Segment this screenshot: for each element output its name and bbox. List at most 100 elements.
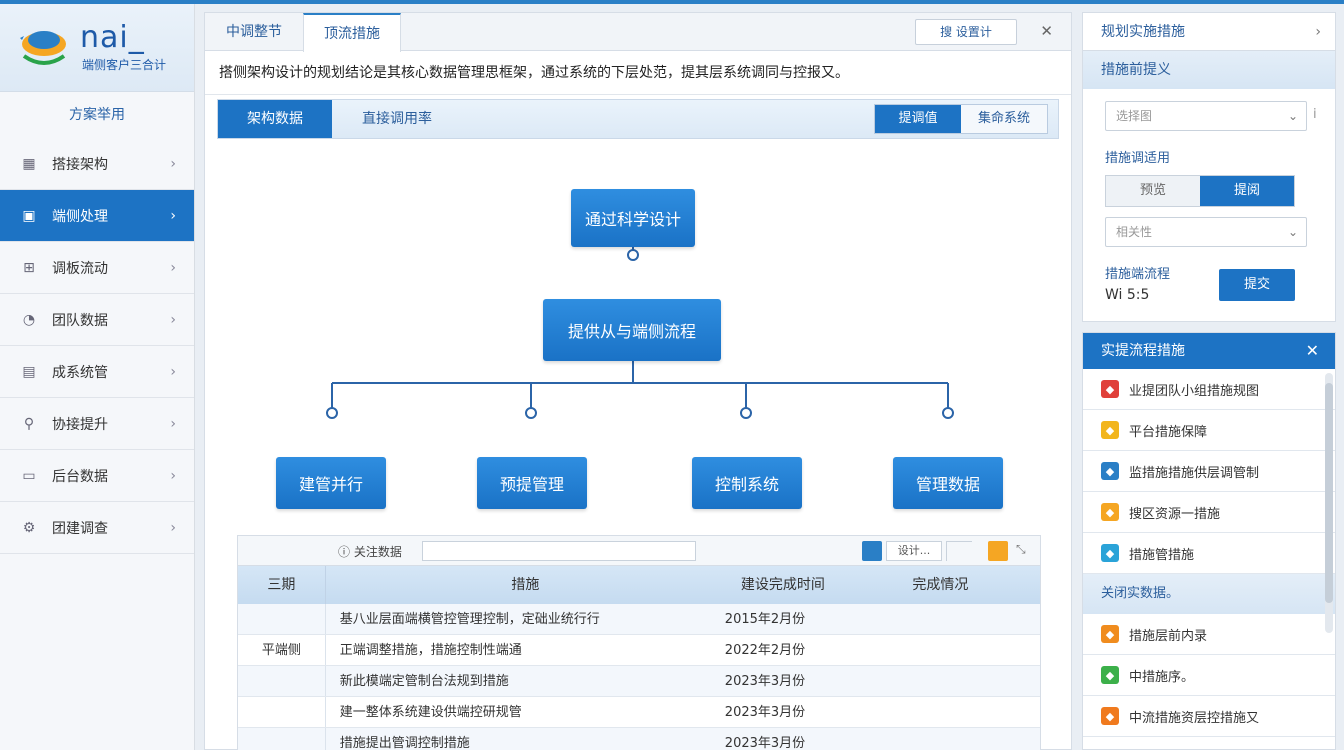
list-item[interactable]: ◆措施层前内录 <box>1083 614 1335 655</box>
sidebar-item[interactable]: ▤成系统管› <box>0 346 194 398</box>
list-item[interactable]: ◆中流措施资层控措施又 <box>1083 696 1335 737</box>
sidebar-item[interactable]: ▣端侧处理› <box>0 190 194 242</box>
sidebar-title: 方案举用 <box>69 107 125 123</box>
toggle-preview[interactable]: 预览 <box>1106 176 1200 206</box>
sidebar-item-label: 调板流动 <box>52 260 108 277</box>
diagram-leaf-node[interactable]: 控制系统 <box>692 457 802 509</box>
cell-measure: 基八业层面端横管控管理控制，定础业统行行 <box>339 612 600 627</box>
list-item-label: 平台措施保障 <box>1129 424 1208 440</box>
list-item-label: 中措施序。 <box>1129 669 1195 685</box>
chevron-right-icon: › <box>170 519 176 536</box>
list-item-icon: ◆ <box>1101 462 1119 480</box>
diagram-root-node[interactable]: 通过科学设计 <box>571 189 695 247</box>
tab-tool-button[interactable]: 搜 设置计 <box>915 19 1017 45</box>
diagram-mid-node[interactable]: 提供从与端侧流程 <box>543 299 721 361</box>
chevron-right-icon: › <box>170 467 176 484</box>
header-phase: 三期 <box>238 566 326 604</box>
sidebar-item[interactable]: ⚙团建调查› <box>0 502 194 554</box>
sub-tab-bar: 架构数据 直接调用率 提调值 集命系统 <box>217 99 1059 139</box>
right-list-header: 实提流程措施✕ <box>1083 333 1335 369</box>
header-status: 完成情况 <box>912 577 969 593</box>
table-expand-icon[interactable]: ⤡ <box>1016 542 1026 556</box>
mode-toggle: 预览 提阅 <box>1105 175 1295 207</box>
subtab-architecture[interactable]: 架构数据 <box>218 100 332 138</box>
submit-button[interactable]: 提交 <box>1219 269 1295 301</box>
diagram-leaf-node[interactable]: 预提管理 <box>477 457 587 509</box>
scrollbar[interactable] <box>1325 373 1333 633</box>
scrollbar-thumb[interactable] <box>1325 383 1333 603</box>
diagram-connectors <box>326 219 954 419</box>
subtab-call-rate[interactable]: 直接调用率 <box>362 111 432 127</box>
monitor-icon: ▭ <box>22 467 36 484</box>
cell-measure: 措施提出管调控制措施 <box>339 736 470 750</box>
segment-option-1[interactable]: 提调值 <box>875 105 961 133</box>
info-icon: i <box>1313 107 1317 122</box>
chevron-right-icon: › <box>1315 24 1321 40</box>
sidebar-item[interactable]: ◔ 团队数据 › <box>0 294 194 346</box>
right-panel-section: 措施前提义 <box>1083 51 1335 89</box>
list-item-label: 监措施措施供层调管制 <box>1129 465 1260 481</box>
sidebar-item[interactable]: ▦搭接架构› <box>0 138 194 190</box>
flow-diagram: 通过科学设计 提供从与端侧流程 建管并行 预提管理 控制系统 管理数据 <box>205 139 1073 529</box>
chart-icon: ◔ <box>22 311 36 328</box>
table-filter-label: ⓘ 关注数据 <box>338 545 402 559</box>
list-item-icon: ◆ <box>1101 421 1119 439</box>
tab-first[interactable]: 中调整节 <box>226 24 282 40</box>
close-icon[interactable]: ✕ <box>1305 341 1319 360</box>
right-measure-list: 实提流程措施✕ ◆业提团队小组措施规图◆平台措施保障◆监措施措施供层调管制◆搜区… <box>1082 332 1336 750</box>
table-layout-icon[interactable] <box>946 541 972 561</box>
list-item[interactable]: ◆措施管措施 <box>1083 533 1335 574</box>
cell-phase <box>238 666 326 696</box>
logo-mark-icon <box>20 31 66 65</box>
cell-measure: 正端调整措施，措施控制性端通 <box>339 643 522 658</box>
chevron-right-icon: › <box>170 311 176 328</box>
list-item-label: 业提团队小组措施规图 <box>1129 383 1260 399</box>
cell-date: 2022年2月份 <box>724 643 806 658</box>
list-item[interactable]: ◆ 监措施措施供层调管制 <box>1083 451 1335 492</box>
close-icon[interactable]: ✕ <box>1040 22 1053 40</box>
toggle-review[interactable]: 提阅 <box>1200 176 1294 206</box>
diagram-leaf-node[interactable]: 管理数据 <box>893 457 1003 509</box>
top-accent-line <box>0 0 1344 4</box>
cell-phase <box>238 728 326 750</box>
sidebar-item-label: 团队数据 <box>52 312 108 329</box>
table-highlight-icon[interactable] <box>988 541 1008 561</box>
people-icon: ⚲ <box>23 415 35 432</box>
sidebar-item-label: 搭接架构 <box>52 156 108 173</box>
sidebar-item[interactable]: ⚲协接提升› <box>0 398 194 450</box>
table-settings-button[interactable]: 设计... <box>886 541 942 561</box>
sidebar-item[interactable]: ⊞调板流动› <box>0 242 194 294</box>
sidebar-item-label: 端侧处理 <box>52 208 108 225</box>
tab-second-active[interactable]: 顶流措施 <box>303 13 401 52</box>
right-list-subheader: 关闭实数据。 <box>1083 574 1335 614</box>
chevron-right-icon: › <box>170 259 176 276</box>
segment-option-2[interactable]: 集命系统 <box>961 105 1047 133</box>
list-item[interactable]: ◆搜区资源一措施 <box>1083 492 1335 533</box>
list-item[interactable]: ◆中措施序。 <box>1083 655 1335 696</box>
measures-table: ⓘ 关注数据 设计... ⤡ 三期 措施 建设完成时间 完成情况 基八业层面端横… <box>237 535 1041 750</box>
right-panel-header[interactable]: 规划实施措施› <box>1083 13 1335 51</box>
list-item-label: 措施管措施 <box>1129 547 1195 563</box>
sidebar-item[interactable]: ▭后台数据› <box>0 450 194 502</box>
table-header: 三期 措施 建设完成时间 完成情况 <box>238 566 1040 604</box>
sidebar-item-label: 成系统管 <box>52 364 108 381</box>
type-select[interactable]: 选择图⌄ <box>1105 101 1307 131</box>
list-item-icon: ◆ <box>1101 625 1119 643</box>
diagram-leaf-node[interactable]: 建管并行 <box>276 457 386 509</box>
list-item[interactable]: ◆业提团队小组措施规图 <box>1083 369 1335 410</box>
sidebar-item-label: 团建调查 <box>52 520 108 537</box>
relevance-select[interactable]: 相关性⌄ <box>1105 217 1307 247</box>
chevron-down-icon: ⌄ <box>1287 109 1298 123</box>
chevron-down-icon: ⌄ <box>1287 225 1298 239</box>
list-item-icon: ◆ <box>1101 707 1119 725</box>
list-item[interactable]: ◆ 平台措施保障 <box>1083 410 1335 451</box>
table-search-input[interactable] <box>422 541 696 561</box>
cell-measure: 新此模端定管制台法规到措施 <box>339 674 509 689</box>
chevron-right-icon: › <box>170 155 176 172</box>
table-export-icon[interactable] <box>862 541 882 561</box>
